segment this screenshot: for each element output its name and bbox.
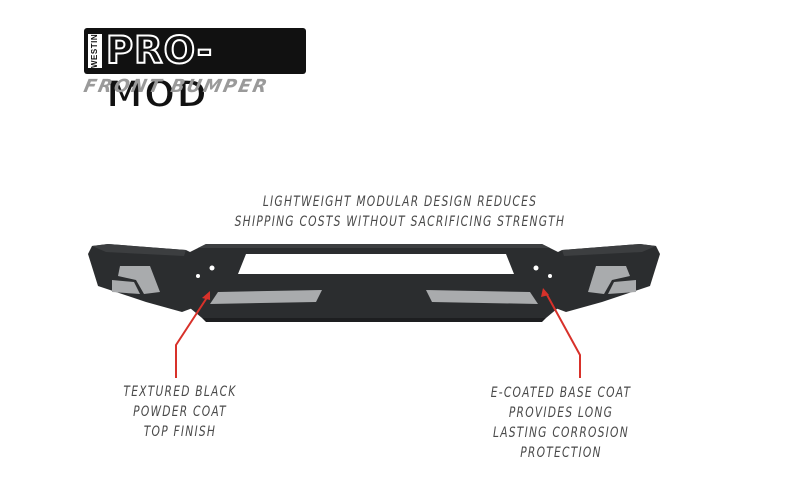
callout-right-line-1: E-COATED BASE COAT: [490, 385, 632, 401]
callout-top-line-2: SHIPPING COSTS WITHOUT SACRIFICING STREN…: [234, 214, 566, 230]
callout-right: E-COATED BASE COAT PROVIDES LONG LASTING…: [459, 383, 664, 463]
callout-top-line-1: LIGHTWEIGHT MODULAR DESIGN REDUCES: [262, 194, 538, 210]
logo-badge: WESTIN PRO-MOD: [84, 28, 306, 117]
callout-left-line-3: TOP FINISH: [143, 424, 217, 440]
front-bumper-image: [88, 244, 660, 322]
callout-top: LIGHTWEIGHT MODULAR DESIGN REDUCES SHIPP…: [187, 192, 613, 232]
callout-right-line-4: PROTECTION: [520, 445, 602, 461]
callout-left-line-1: TEXTURED BLACK: [123, 384, 237, 400]
logo-title: PRO-MOD: [105, 28, 214, 117]
callout-right-line-3: LASTING CORROSION: [493, 425, 629, 441]
logo-subtitle: FRONT BUMPER: [81, 76, 271, 97]
callout-left: TEXTURED BLACK POWDER COAT TOP FINISH: [90, 382, 270, 442]
callout-right-line-2: PROVIDES LONG: [508, 405, 614, 421]
logo-brand: WESTIN: [88, 34, 102, 68]
product-logo: WESTIN PRO-MOD FRONT BUMPER: [81, 28, 314, 117]
callout-left-line-2: POWDER COAT: [133, 404, 227, 420]
